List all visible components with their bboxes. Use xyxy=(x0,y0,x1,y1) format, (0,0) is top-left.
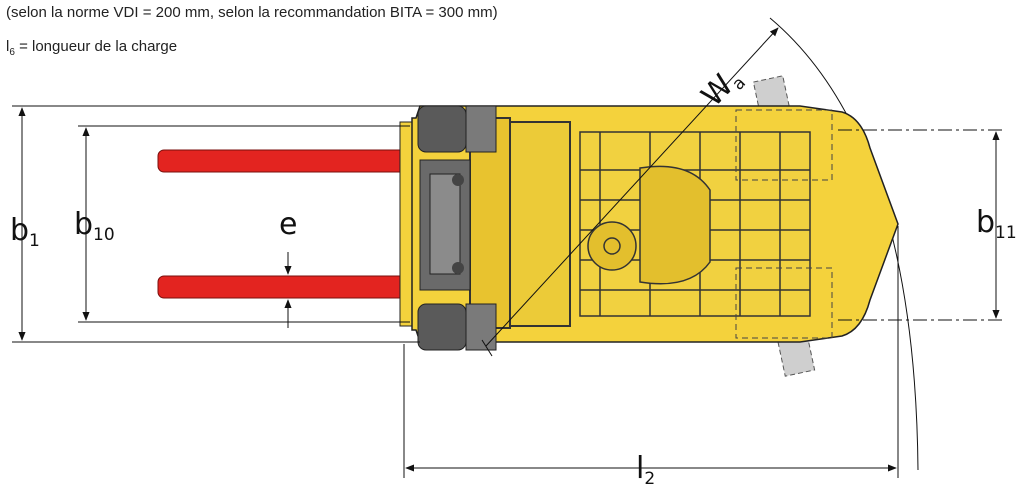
front-wheel-lower xyxy=(417,303,467,351)
rear-axle-outline xyxy=(735,109,833,339)
load-length-text: = longueur de la charge xyxy=(14,38,178,55)
load-length-subscript: 6 xyxy=(9,47,15,58)
wa-radius-tick xyxy=(481,339,493,357)
mast-carriage xyxy=(419,159,471,291)
b10-label: b10 xyxy=(74,207,115,245)
standard-note: (selon la norme VDI = 200 mm, selon la r… xyxy=(6,4,498,21)
front-wheel-upper xyxy=(417,105,467,153)
upper-fork xyxy=(157,149,409,173)
front-wheels xyxy=(417,105,497,351)
e-label: e xyxy=(279,207,297,242)
wa-radius-line xyxy=(485,27,779,347)
operator-area xyxy=(587,165,711,285)
load-length-symbol: l xyxy=(6,38,10,55)
l2-label: l2 xyxy=(636,451,655,488)
extension-lines xyxy=(12,105,1004,478)
b1-label: b1 xyxy=(10,213,40,251)
b11-label: b11 xyxy=(976,205,1016,243)
load-length-note: l6 = longueur de la charge xyxy=(6,38,177,58)
dimension-lines xyxy=(18,27,1000,472)
lower-fork xyxy=(157,275,409,299)
